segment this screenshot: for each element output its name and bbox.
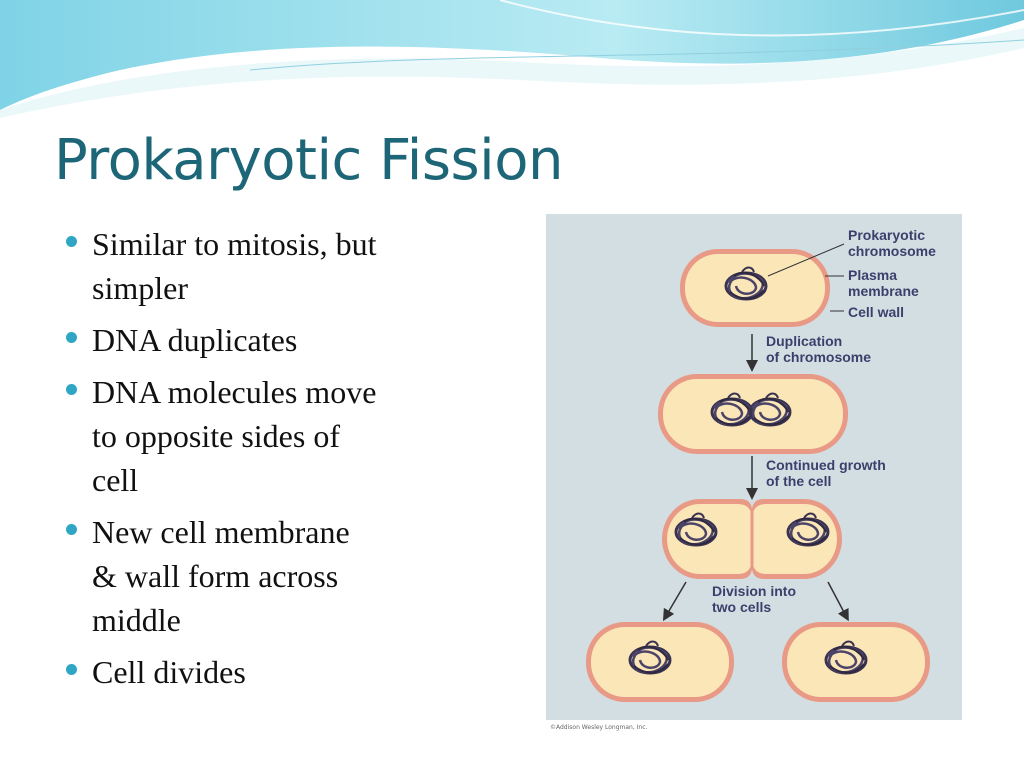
bullet-list: Similar to mitosis, but simpler DNA dupli… — [62, 222, 462, 702]
daughter-cell-right — [782, 622, 930, 702]
bullet-dot-icon — [66, 384, 77, 395]
arrow-down-left-icon — [662, 581, 687, 622]
cell-original — [680, 249, 830, 327]
bullet-dot-icon — [66, 332, 77, 343]
bullet-item: DNA duplicates — [62, 318, 462, 362]
label-membrane: membrane — [848, 283, 919, 299]
bullet-text-line: middle — [92, 602, 181, 638]
bullet-text-line: Similar to mitosis, but — [92, 226, 377, 262]
bullet-text-line: DNA molecules move — [92, 374, 377, 410]
cell-dividing — [662, 499, 842, 579]
header-wave-decoration — [0, 0, 1024, 118]
bullet-text-line: Cell divides — [92, 654, 246, 690]
arrow-down-right-icon — [827, 581, 849, 622]
daughter-cell-left — [586, 622, 734, 702]
bullet-dot-icon — [66, 524, 77, 535]
bullet-text-line: to opposite sides of — [92, 418, 340, 454]
bullet-dot-icon — [66, 664, 77, 675]
label-prokaryotic: Prokaryotic — [848, 227, 925, 243]
label-two-cells: two cells — [712, 599, 771, 615]
bullet-text-line: & wall form across — [92, 558, 339, 594]
label-of-the-cell: of the cell — [766, 473, 831, 489]
bullet-dot-icon — [66, 236, 77, 247]
slide-title: Prokaryotic Fission — [54, 128, 564, 193]
label-continued-growth: Continued growth — [766, 457, 886, 473]
bullet-item: Cell divides — [62, 650, 462, 694]
label-duplication: Duplication — [766, 333, 842, 349]
label-chromosome: chromosome — [848, 243, 936, 259]
bullet-text-line: simpler — [92, 270, 188, 306]
label-cell-wall: Cell wall — [848, 304, 904, 320]
bullet-item: DNA molecules move to opposite sides of ce… — [62, 370, 462, 502]
bullet-item: New cell membrane & wall form across middl… — [62, 510, 462, 642]
leader-line — [767, 243, 845, 277]
cell-duplicated — [658, 374, 848, 454]
bullet-text-line: DNA duplicates — [92, 322, 298, 358]
binary-fission-diagram: Prokaryotic chromosome Plasma membrane C… — [546, 214, 962, 720]
figure-credit: ©Addison Wesley Longman, Inc. — [550, 724, 648, 731]
label-plasma: Plasma — [848, 267, 897, 283]
label-of-chromosome: of chromosome — [766, 349, 871, 365]
bullet-item: Similar to mitosis, but simpler — [62, 222, 462, 310]
bullet-text-line: New cell membrane — [92, 514, 350, 550]
diagram-canvas: Prokaryotic chromosome Plasma membrane C… — [586, 227, 936, 702]
label-division-into: Division into — [712, 583, 796, 599]
bullet-text-line: cell — [92, 462, 139, 498]
